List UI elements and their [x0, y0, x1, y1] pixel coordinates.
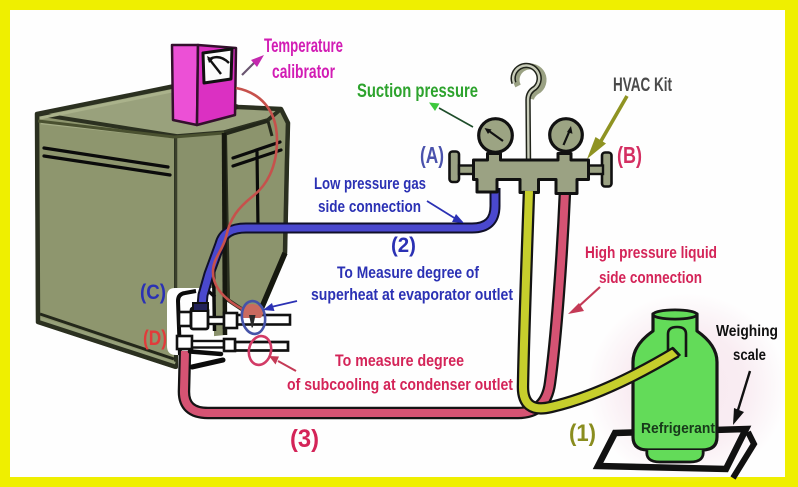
svg-text:(2): (2) — [391, 234, 416, 257]
svg-text:Weighing: Weighing — [716, 323, 778, 340]
svg-text:(C): (C) — [140, 281, 166, 304]
svg-text:(B): (B) — [617, 142, 642, 168]
svg-text:side connection: side connection — [318, 197, 421, 216]
svg-text:(A): (A) — [420, 142, 444, 168]
svg-text:calibrator: calibrator — [272, 62, 335, 83]
svg-text:(1): (1) — [569, 420, 596, 447]
svg-text:Suction pressure: Suction pressure — [357, 81, 478, 102]
svg-text:Refrigerant: Refrigerant — [641, 420, 715, 437]
svg-text:High pressure liquid: High pressure liquid — [585, 243, 717, 262]
svg-text:side connection: side connection — [599, 268, 702, 287]
svg-text:Temperature: Temperature — [264, 36, 343, 57]
svg-text:HVAC Kit: HVAC Kit — [613, 75, 672, 96]
svg-text:To Measure degree of: To Measure degree of — [337, 263, 479, 282]
svg-text:of subcooling at condenser out: of subcooling at condenser outlet — [287, 375, 513, 394]
svg-text:To measure degree: To measure degree — [335, 351, 464, 370]
svg-text:(D): (D) — [143, 327, 167, 350]
svg-text:(3): (3) — [290, 425, 319, 453]
svg-text:scale: scale — [733, 347, 766, 364]
svg-text:Low pressure gas: Low pressure gas — [314, 174, 426, 193]
svg-text:superheat at evaporator outlet: superheat at evaporator outlet — [311, 285, 513, 304]
